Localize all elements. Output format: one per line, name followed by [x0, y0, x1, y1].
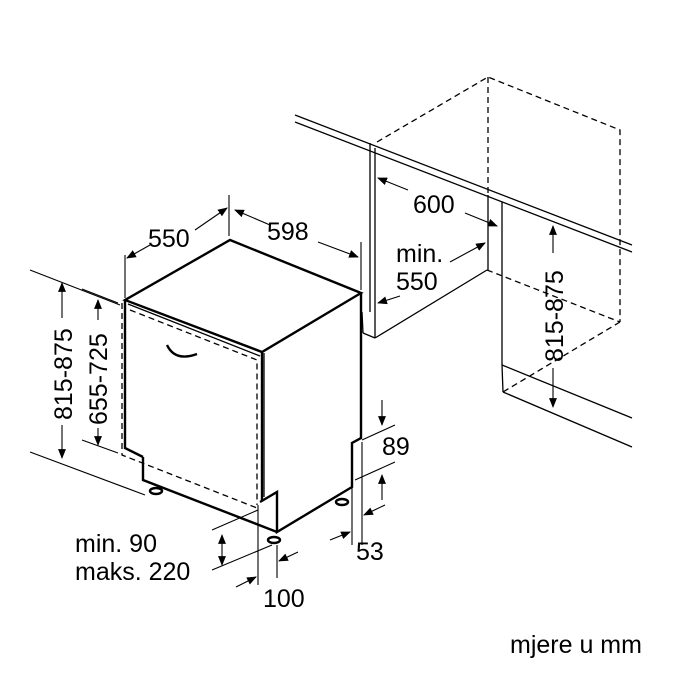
door-handle-icon: [165, 344, 198, 358]
door-height-label: 655-725: [85, 333, 113, 425]
kitchen-niche: [294, 76, 633, 448]
dishwasher: [121, 238, 364, 545]
plinth-89-label: 89: [382, 433, 410, 461]
niche-width-label: 600: [413, 191, 455, 219]
units-note: mjere u mm: [510, 631, 642, 659]
plinth-100-label: 100: [263, 585, 305, 613]
niche-height-label: 815-875: [541, 270, 569, 362]
appliance-height-label: 815-875: [50, 328, 78, 420]
plinth-max-label: maks. 220: [75, 558, 190, 586]
plinth-min-label: min. 90: [75, 530, 157, 558]
plinth-53-label: 53: [356, 538, 384, 566]
niche-depth-value-label: 550: [396, 268, 438, 296]
feet-icon: [148, 486, 350, 545]
depth-label: 550: [148, 225, 190, 253]
width-label: 598: [267, 218, 309, 246]
dimension-lines: [29, 177, 557, 588]
niche-depth-min-label: min.: [396, 240, 443, 268]
